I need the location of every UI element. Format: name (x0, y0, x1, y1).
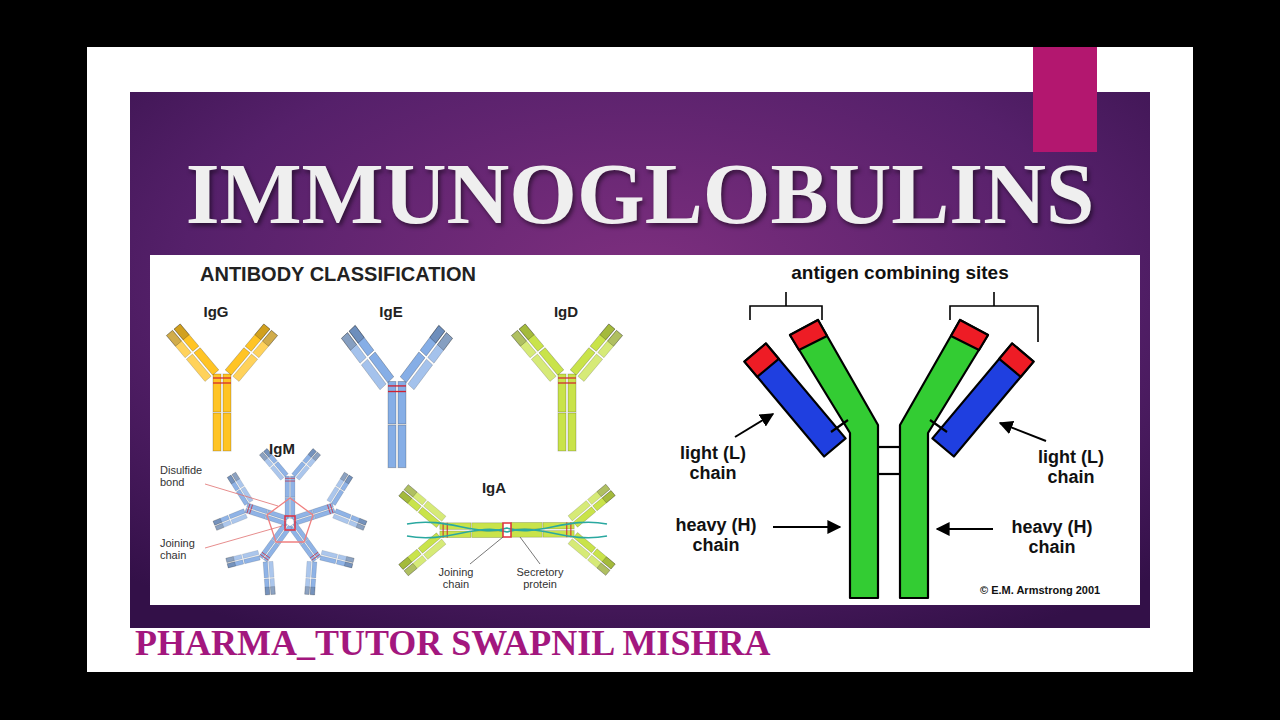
part-label: Joining chain (426, 566, 486, 591)
class-label: IgA (474, 480, 514, 497)
class-label: IgE (371, 304, 411, 321)
part-label: antigen combining sites (720, 262, 1080, 283)
copyright-note: © E.M. Armstrong 2001 (980, 584, 1135, 596)
section-heading: ANTIBODY CLASSIFICATION (200, 263, 600, 285)
part-label: Joining chain (160, 537, 220, 562)
part-label: light (L) chain (658, 443, 768, 483)
part-label: heavy (H) chain (996, 517, 1108, 557)
part-label: heavy (H) chain (660, 515, 772, 555)
author-credit: PHARMA_TUTOR SWAPNIL MISHRA (135, 623, 1035, 663)
class-label: IgD (546, 304, 586, 321)
slide-title: IMMUNOGLOBULINS (130, 150, 1150, 237)
class-label: IgM (262, 441, 302, 458)
class-label: IgG (196, 304, 236, 321)
part-label: light (L) chain (1016, 447, 1126, 487)
part-label: Secretory protein (505, 566, 575, 591)
part-label: Disulfide bond (160, 464, 226, 489)
